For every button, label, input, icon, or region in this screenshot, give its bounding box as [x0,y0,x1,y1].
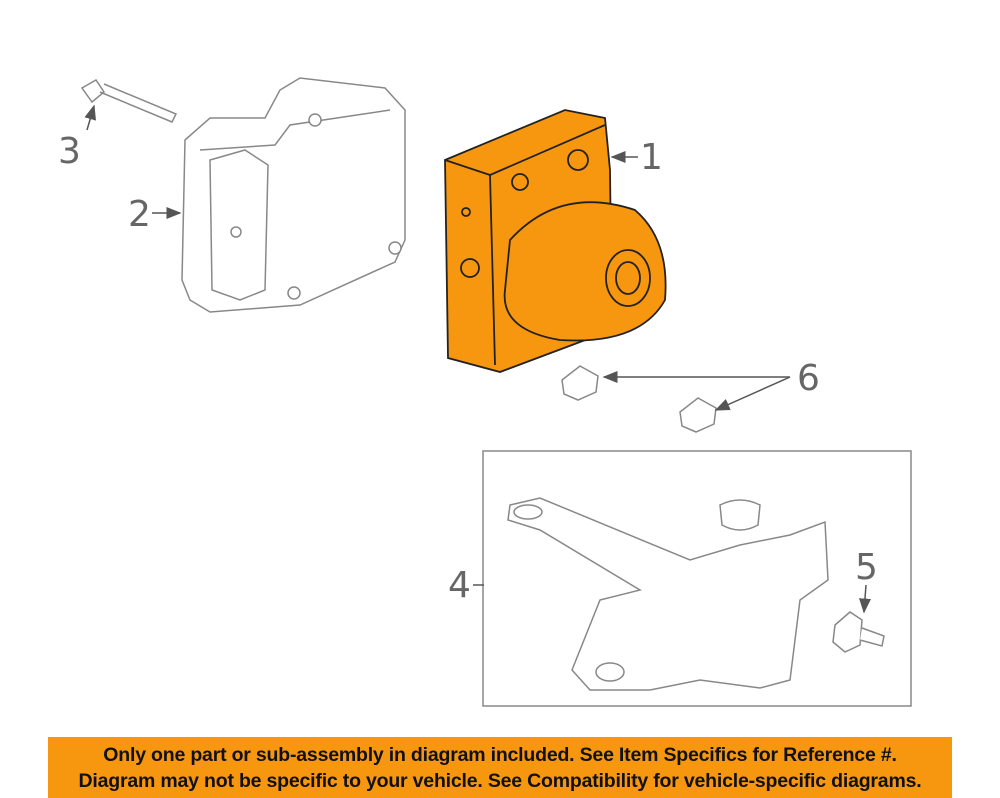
callout-4: 4 [448,565,471,606]
abs-modulator-part-1 [444,109,667,373]
leader-lines [84,104,871,614]
disclaimer-line-2: Diagram may not be specific to your vehi… [78,769,922,792]
callout-6: 6 [797,358,820,399]
nut-part-6 [561,365,717,433]
control-module-part-2 [181,77,406,313]
disclaimer-banner: Only one part or sub-assembly in diagram… [48,737,952,798]
callout-2: 2 [128,194,151,235]
callout-1: 1 [640,137,663,178]
callout-5: 5 [855,547,878,588]
bushing-part-5 [832,611,885,653]
bracket-group-box [482,450,912,707]
bolt-part-3 [80,79,178,123]
callout-3: 3 [58,131,81,172]
disclaimer-line-1: Only one part or sub-assembly in diagram… [103,743,897,766]
bracket-part-4 [507,497,829,691]
